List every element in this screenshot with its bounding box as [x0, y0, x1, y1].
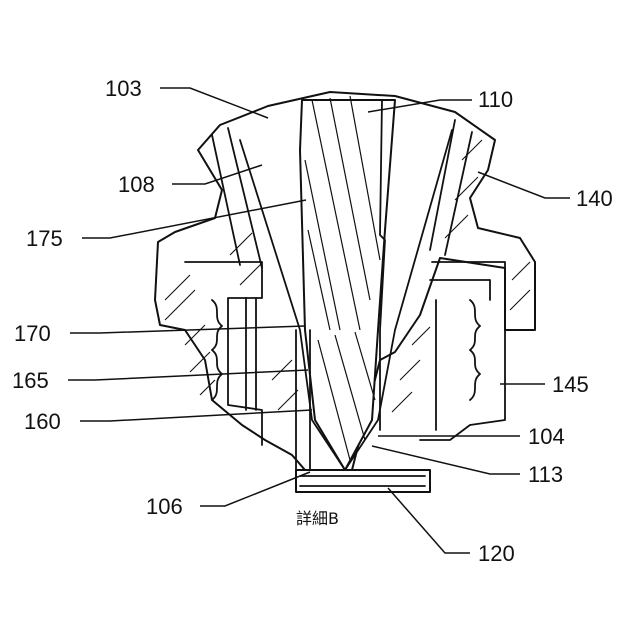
label-106: 106: [146, 494, 183, 519]
figure-caption: 詳細B: [296, 509, 339, 528]
label-160: 160: [24, 409, 61, 434]
label-103: 103: [105, 76, 142, 101]
label-113: 113: [528, 462, 563, 487]
label-165: 165: [12, 368, 49, 393]
right-inner-channel: [420, 262, 505, 440]
label-120: 120: [478, 541, 515, 566]
label-104: 104: [528, 424, 565, 449]
right-thread: [470, 300, 480, 400]
label-110: 110: [478, 87, 513, 112]
label-175: 175: [26, 226, 63, 251]
label-170: 170: [14, 321, 51, 346]
right-inner-wall: [430, 280, 490, 430]
label-145: 145: [552, 372, 589, 397]
label-108: 108: [118, 172, 155, 197]
label-140: 140: [576, 186, 613, 211]
bottom-plate: [296, 470, 430, 492]
